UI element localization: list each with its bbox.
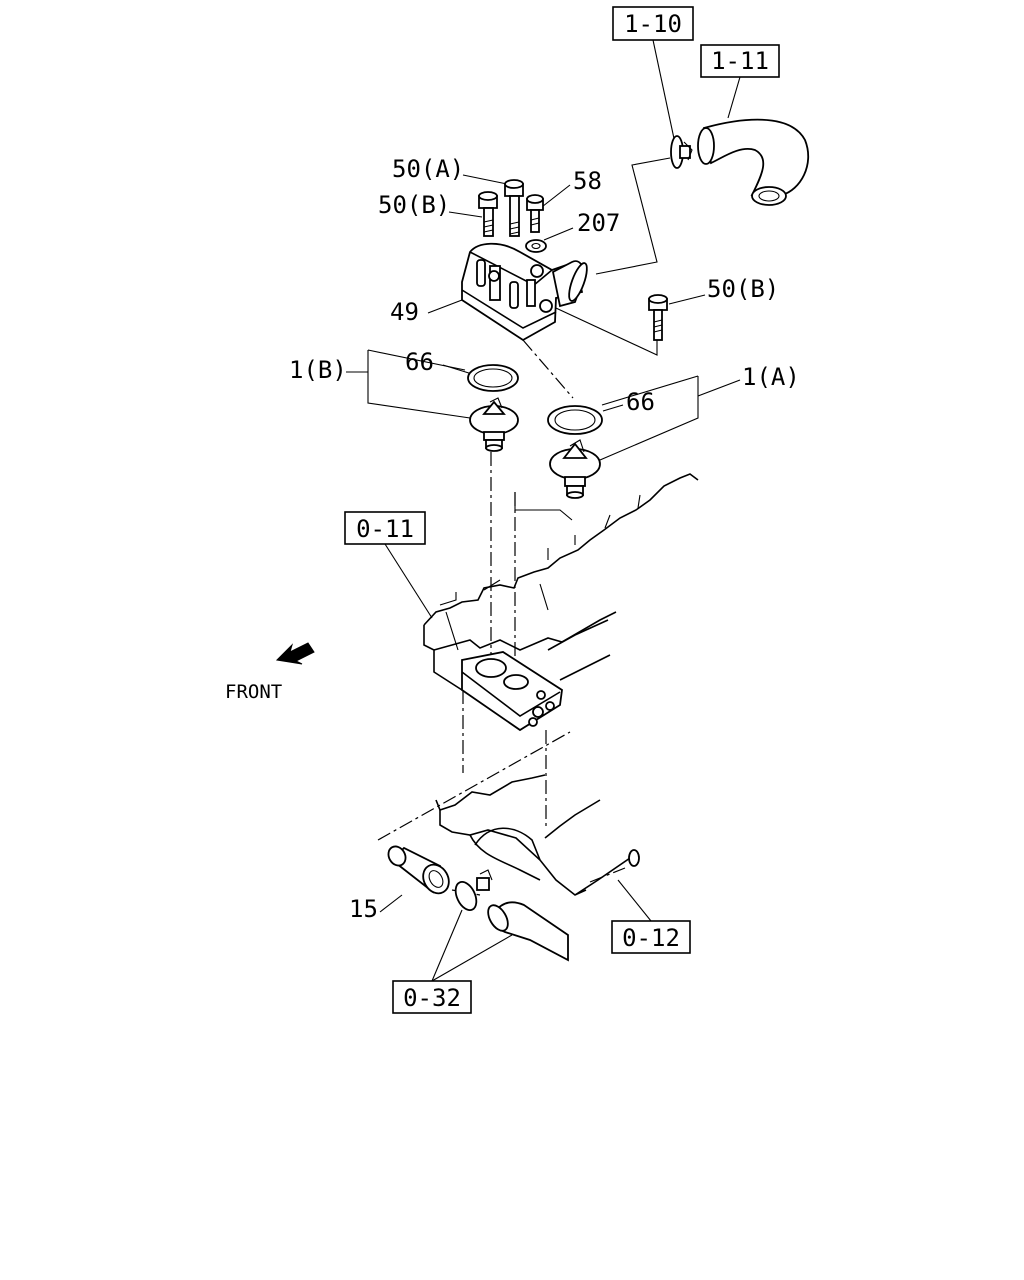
bypass-pipe-15: [387, 845, 450, 895]
ref-0-11-label: 0-11: [356, 515, 414, 543]
bolt-50b-right: [648, 294, 668, 341]
bolt-58: [526, 194, 544, 233]
label-66-right: 66: [626, 388, 655, 416]
hose-clamp: [670, 135, 693, 169]
lower-hose: [487, 901, 569, 962]
ref-1-11-label: 1-11: [711, 47, 769, 75]
thermostat-1b: [469, 397, 519, 452]
label-66-left: 66: [405, 348, 434, 376]
lower-hose-clamp: [454, 869, 493, 912]
bolt-50b-left: [478, 191, 498, 237]
label-50b-left: 50(B): [378, 191, 450, 219]
upper-hose: [697, 118, 810, 206]
label-1b: 1(B): [289, 356, 347, 384]
thermostat-housing: [461, 242, 588, 342]
ref-box-0-32[interactable]: 0-32: [392, 980, 472, 1014]
front-label: FRONT: [225, 681, 282, 703]
gasket-66-right: [547, 405, 603, 435]
bolt-50a: [504, 179, 524, 237]
washer-207: [525, 239, 547, 253]
label-50b-right: 50(B): [707, 275, 779, 303]
label-58: 58: [573, 167, 602, 195]
engine-block-lower: [435, 774, 640, 896]
thermostat-1a: [549, 439, 601, 499]
cylinder-head: [423, 473, 699, 732]
ref-box-1-11[interactable]: 1-11: [700, 44, 780, 78]
label-15: 15: [349, 895, 378, 923]
ref-0-32-label: 0-32: [403, 984, 461, 1012]
label-1a: 1(A): [742, 363, 800, 391]
ref-box-0-11[interactable]: 0-11: [344, 511, 426, 545]
label-50a: 50(A): [392, 155, 464, 183]
front-arrow-icon: [275, 642, 315, 665]
ref-box-0-12[interactable]: 0-12: [611, 920, 691, 954]
gasket-66-left: [467, 364, 519, 392]
label-207: 207: [577, 209, 620, 237]
label-49: 49: [390, 298, 419, 326]
ref-box-1-10[interactable]: 1-10: [612, 6, 694, 41]
ref-0-12-label: 0-12: [622, 924, 680, 952]
ref-1-10-label: 1-10: [624, 10, 682, 38]
